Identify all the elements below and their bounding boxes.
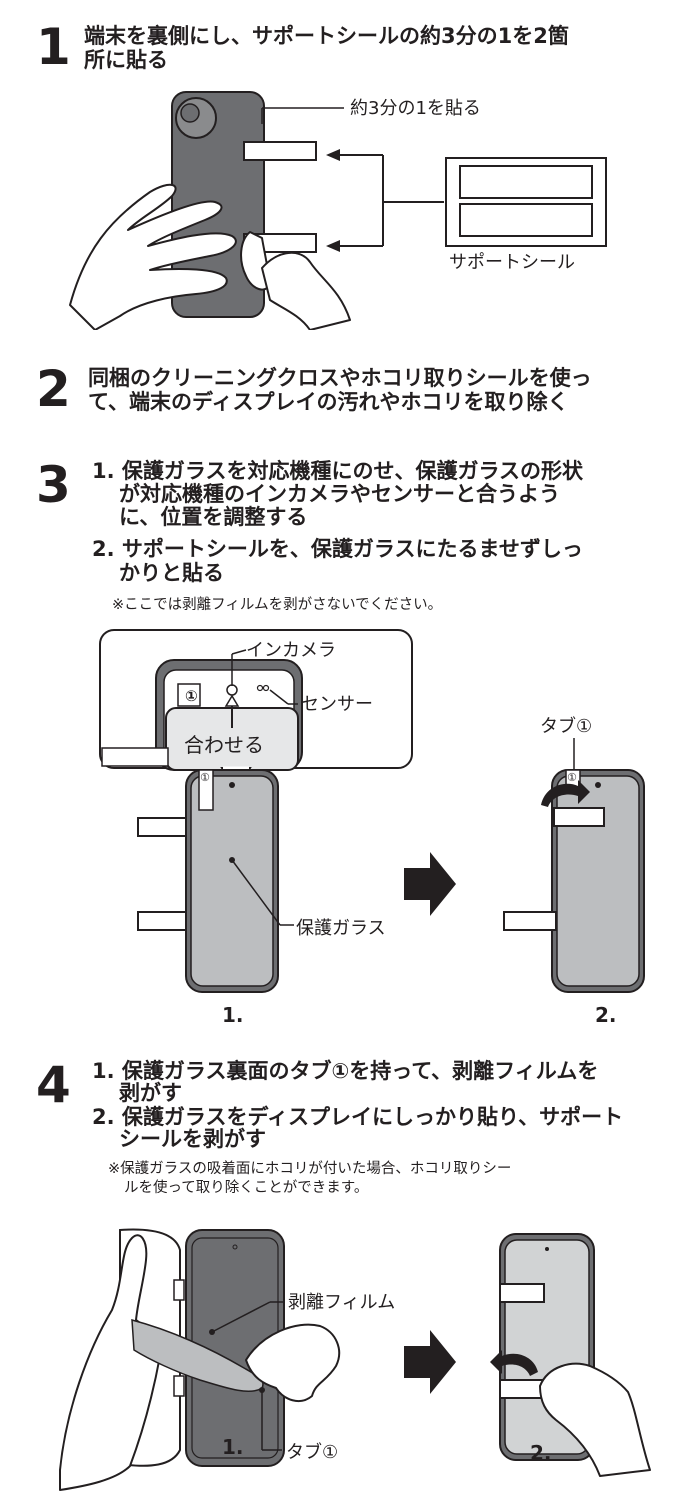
label-support-seal: サポートシール <box>449 252 575 273</box>
step-number-4: 4 <box>36 1056 71 1114</box>
step-number-3: 3 <box>36 456 71 514</box>
tab-mark-phone2: ① <box>567 771 577 784</box>
arrow-icon <box>336 154 444 247</box>
step3-item2-line1: 2. サポートシールを、保護ガラスにたるませずしっ <box>92 537 583 561</box>
label-peel-film: 剥離フィルム <box>288 1292 395 1313</box>
phone-with-glass-1 <box>137 769 294 993</box>
step3-illustration: ① インカメラ センサー 合わせる ① 保護ガラス 1. ① タブ① 2. <box>99 629 645 1027</box>
zoom-callout <box>99 629 413 794</box>
step3-item1-line2: が対応機種のインカメラやセンサーと合うよう <box>119 482 560 506</box>
label-in-camera: インカメラ <box>246 640 336 661</box>
right-arrow-icon <box>404 1330 456 1394</box>
right-hand-icon <box>539 1362 651 1477</box>
step1-illustration: 約3分の1を貼る サポートシール <box>69 91 607 330</box>
label-tab1-step3: タブ① <box>540 715 592 737</box>
support-seal-top <box>243 141 317 161</box>
step3-item1-line3: に、位置を調整する <box>119 505 308 529</box>
step1-heading-line2: 所に貼る <box>84 48 168 72</box>
left-hand-icon <box>59 1234 161 1491</box>
step2-heading-line2: て、端末のディスプレイの汚れやホコリを取り除く <box>88 390 569 414</box>
step4-note-line1: ※保護ガラスの吸着面にホコリが付いた場合、ホコリ取りシー <box>108 1161 512 1177</box>
fig3-caption-1: 1. <box>222 1003 244 1027</box>
step3-item2-line2: かりと貼る <box>119 561 224 585</box>
label-tab1-step4: タブ① <box>286 1441 338 1463</box>
right-arrow-icon <box>404 852 456 916</box>
support-seal-sheet <box>445 157 607 247</box>
tab-mark-zoom: ① <box>185 687 198 705</box>
phone-display-1 <box>185 1229 285 1467</box>
label-sensor: センサー <box>301 694 373 715</box>
label-protective-glass: 保護ガラス <box>296 918 386 939</box>
step-number-1: 1 <box>36 18 71 76</box>
fig4-caption-2: 2. <box>530 1441 552 1465</box>
right-hand-icon <box>240 231 351 330</box>
step1-heading-line1: 端末を裏側にし、サポートシールの約3分の1を2箇 <box>84 24 569 48</box>
step4-item2-line1: 2. 保護ガラスをディスプレイにしっかり貼り、サポート <box>92 1105 624 1129</box>
step4-item1-line2: 剥がす <box>119 1081 182 1105</box>
peel-back-arrow-icon <box>490 1350 538 1376</box>
step2-heading-line1: 同梱のクリーニングクロスやホコリ取りシールを使っ <box>88 366 592 390</box>
step-number-2: 2 <box>36 360 71 418</box>
step4-note-line2: ルを使って取り除くことができます。 <box>124 1180 369 1196</box>
flip-arrow-icon <box>541 780 590 807</box>
step3-note: ※ここでは剥離フィルムを剥がさないでください。 <box>112 597 443 613</box>
label-one-third: 約3分の1を貼る <box>350 98 481 119</box>
label-align: 合わせる <box>184 733 264 757</box>
tab-mark-phone1: ① <box>200 771 210 784</box>
fig4-caption-1: 1. <box>222 1435 244 1459</box>
step3-item1-line1: 1. 保護ガラスを対応機種にのせ、保護ガラスの形状 <box>92 459 584 483</box>
step4-item2-line2: シールを剥がす <box>119 1127 266 1151</box>
right-hand-icon <box>245 1323 341 1403</box>
fig3-caption-2: 2. <box>595 1003 617 1027</box>
step4-illustration: 剥離フィルム タブ① 1. 2. <box>59 1228 651 1491</box>
left-hand-icon <box>69 183 237 330</box>
step4-item1-line1: 1. 保護ガラス裏面のタブ①を持って、剥離フィルムを <box>92 1059 599 1083</box>
phone-with-glass-2 <box>503 738 645 993</box>
